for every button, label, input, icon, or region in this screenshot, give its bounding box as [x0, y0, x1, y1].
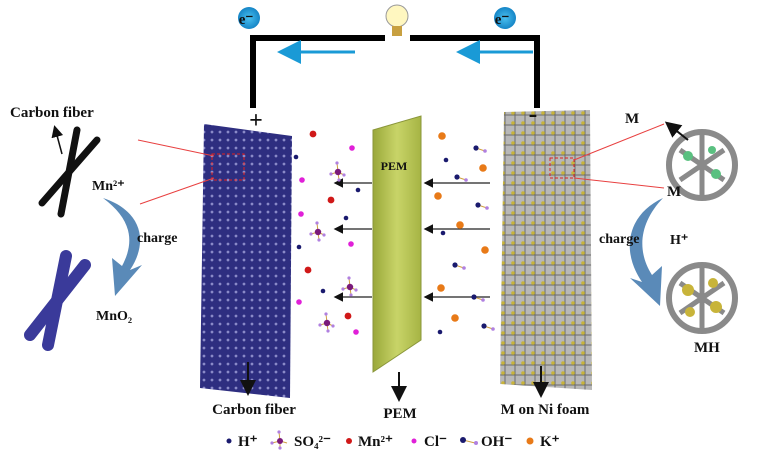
cl-ion-particle — [348, 241, 354, 247]
metal-hydride-structure-mh — [666, 262, 738, 334]
k-ion-particle — [437, 284, 445, 292]
sulfate-particle — [329, 161, 346, 182]
legend-k-ion-symbol — [526, 437, 534, 445]
charge-label-right: charge — [599, 232, 639, 247]
k-ion-particle — [438, 132, 446, 140]
legend-cl-ion-symbol — [411, 438, 417, 444]
h-ion-particle — [296, 244, 302, 250]
cl-ion-particle — [299, 177, 305, 183]
sulfate-particle — [309, 221, 326, 242]
callout-line — [573, 123, 665, 161]
carbon-fiber-illustration — [38, 126, 101, 218]
k-ion-particle — [451, 314, 459, 322]
electron-badge-right — [494, 7, 516, 29]
legend: H⁺ SO₄²⁻ Mn²⁺ Cl⁻ OH⁻ K⁺ — [226, 430, 560, 450]
callout-line — [139, 177, 215, 205]
mn-ion-particle — [309, 130, 317, 138]
cl-ion-particle — [353, 329, 359, 335]
cl-ion-particle — [296, 299, 302, 305]
carbon-fiber-electrode — [200, 124, 292, 398]
ni-foam-electrode — [500, 110, 592, 390]
negative-terminal-label: - — [529, 99, 538, 128]
mn-ion-particle — [344, 312, 352, 320]
membrane-label: PEM — [383, 406, 416, 422]
legend-k-ion-label: K⁺ — [540, 434, 560, 450]
legend-sulfate-label: SO₄²⁻ — [294, 434, 331, 450]
h-ion-particle — [437, 329, 443, 335]
oh-ion-particle — [452, 262, 466, 270]
zoom-highlight-box-right — [549, 157, 575, 179]
charge-arrow-left — [103, 198, 142, 296]
mn-ion-label: Mn²⁺ — [92, 179, 125, 194]
callout-line — [573, 177, 665, 189]
h-ion-particle — [320, 288, 326, 294]
oh-ion-particle — [475, 202, 489, 210]
charge-label-left: charge — [137, 231, 177, 246]
k-ion-particle — [456, 221, 464, 229]
mn-ion-particle — [327, 196, 335, 204]
k-ion-particle — [481, 246, 489, 254]
m-label-top: M — [625, 111, 639, 127]
k-ion-particle — [434, 192, 442, 200]
h-ion-particle — [293, 154, 299, 160]
electron-badge-left — [238, 7, 260, 29]
oh-ion-particle — [481, 323, 495, 331]
pointer-arrow — [664, 121, 689, 141]
m-label-mid: M — [667, 184, 681, 200]
zoom-highlight-box-left — [211, 153, 245, 181]
proton-exchange-membrane — [372, 115, 422, 373]
carbon-fiber-inset-label: Carbon fiber — [10, 105, 94, 121]
legend-mn-ion-symbol — [346, 438, 352, 444]
h-ion-particle — [443, 157, 449, 163]
oh-ion-particle — [473, 145, 487, 153]
label-pointer-arrows — [240, 362, 549, 402]
pointer-arrow — [51, 125, 64, 155]
pem-membrane-label: PEM — [381, 159, 408, 173]
legend-h-ion-symbol — [226, 438, 232, 444]
legend-cl-ion-label: Cl⁻ — [424, 434, 447, 450]
oh-ion-particle — [471, 294, 485, 302]
legend-oh-ion-symbol — [460, 437, 478, 445]
anode-label: M on Ni foam — [501, 402, 590, 418]
cl-ion-particle — [349, 145, 355, 151]
electron-label-right: e⁻ — [495, 12, 510, 28]
legend-h-ion-label: H⁺ — [238, 434, 258, 450]
h-ion-label: H⁺ — [670, 233, 688, 248]
legend-oh-ion-label: OH⁻ — [481, 434, 512, 450]
external-circuit-wire — [250, 35, 540, 108]
electrolyte-ions — [293, 130, 495, 335]
oh-ion-particle — [454, 174, 468, 182]
charge-arrow-right — [629, 198, 663, 306]
ion-migration-arrows — [333, 178, 490, 302]
h-ion-particle — [355, 187, 361, 193]
electron-label-left: e⁻ — [239, 12, 254, 28]
mh-label: MH — [694, 340, 720, 356]
mn-ion-particle — [304, 266, 312, 274]
sulfate-particle — [341, 276, 358, 297]
mno2-label: MnO₂ — [96, 309, 132, 324]
light-bulb-icon — [385, 4, 409, 36]
k-ion-particle — [479, 164, 487, 172]
sulfate-particle — [318, 312, 335, 333]
cathode-label: Carbon fiber — [212, 402, 296, 418]
cl-ion-particle — [298, 211, 304, 217]
mno2-coated-fiber-illustration — [24, 250, 91, 351]
metal-hydride-structure-m — [666, 129, 738, 201]
h-ion-particle — [440, 230, 446, 236]
positive-terminal-label: + — [249, 108, 263, 134]
h-ion-particle — [343, 215, 349, 221]
legend-mn-ion-label: Mn²⁺ — [358, 434, 393, 450]
legend-sulfate-symbol — [270, 430, 288, 450]
callout-line — [137, 139, 215, 157]
